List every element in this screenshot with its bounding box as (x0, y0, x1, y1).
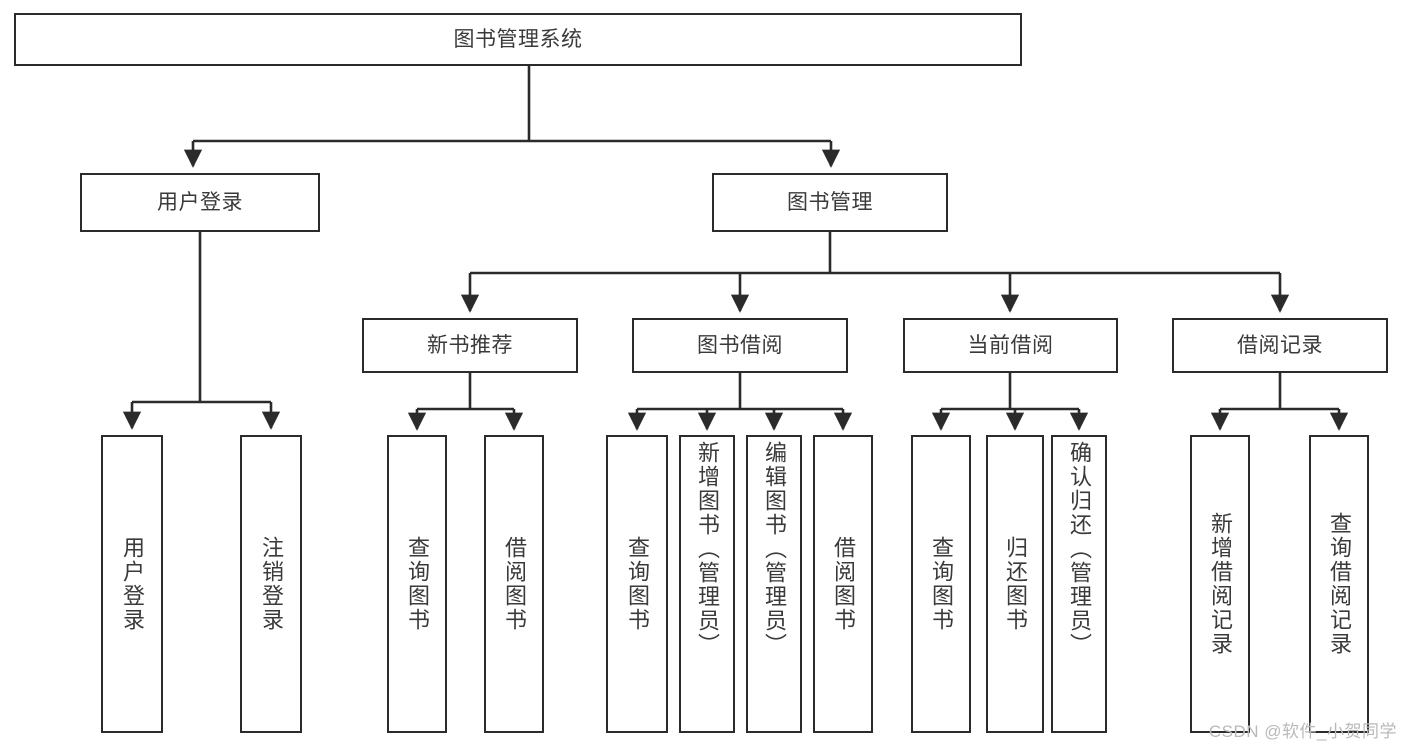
node-label: 查询图书 (624, 536, 650, 632)
node-label: 图书管理系统 (453, 27, 583, 51)
node-leaf-query-book-recommend[interactable]: 查询图书 (387, 435, 447, 733)
node-leaf-add-book[interactable]: 新增图书（管理员） (679, 435, 735, 733)
node-label: 图书借阅 (697, 333, 783, 357)
node-label: 新增图书（管理员） (694, 441, 720, 657)
node-label: 查询图书 (928, 536, 954, 632)
leaf-text-wrap: 借阅图书 (486, 437, 542, 731)
node-leaf-add-borrow-record[interactable]: 新增借阅记录 (1190, 435, 1250, 733)
node-leaf-confirm-return[interactable]: 确认归还（管理员） (1051, 435, 1107, 733)
node-new-book-recommend[interactable]: 新书推荐 (362, 318, 578, 373)
leaf-text-wrap: 查询图书 (389, 437, 445, 731)
node-leaf-edit-book[interactable]: 编辑图书（管理员） (746, 435, 802, 733)
node-label: 归还图书 (1002, 536, 1028, 632)
node-current-borrow[interactable]: 当前借阅 (903, 318, 1118, 373)
leaf-text-wrap: 查询图书 (608, 437, 666, 731)
node-label: 新书推荐 (427, 333, 513, 357)
leaf-text-wrap: 确认归还（管理员） (1053, 437, 1105, 731)
node-leaf-query-book-current[interactable]: 查询图书 (911, 435, 971, 733)
node-label: 用户登录 (119, 536, 145, 632)
node-root-system[interactable]: 图书管理系统 (14, 13, 1022, 66)
node-leaf-query-book-borrow[interactable]: 查询图书 (606, 435, 668, 733)
watermark: CSDN @软件_小贺同学 (1208, 722, 1397, 741)
leaf-text-wrap: 编辑图书（管理员） (748, 437, 800, 731)
node-label: 新增借阅记录 (1207, 512, 1233, 656)
leaf-text-wrap: 注销登录 (242, 437, 300, 731)
node-label: 确认归还（管理员） (1066, 441, 1092, 657)
node-label: 查询图书 (404, 536, 430, 632)
node-book-borrow[interactable]: 图书借阅 (632, 318, 848, 373)
node-label: 图书管理 (787, 190, 873, 214)
leaf-text-wrap: 借阅图书 (815, 437, 871, 731)
node-label: 借阅图书 (501, 536, 527, 632)
node-leaf-return-book[interactable]: 归还图书 (986, 435, 1044, 733)
leaf-text-wrap: 新增图书（管理员） (681, 437, 733, 731)
node-label: 借阅图书 (830, 536, 856, 632)
node-leaf-borrow-book[interactable]: 借阅图书 (813, 435, 873, 733)
node-label: 编辑图书（管理员） (761, 441, 787, 657)
leaf-text-wrap: 查询借阅记录 (1311, 437, 1367, 731)
leaf-text-wrap: 查询图书 (913, 437, 969, 731)
node-book-manage[interactable]: 图书管理 (712, 173, 948, 232)
node-leaf-borrow-book-recommend[interactable]: 借阅图书 (484, 435, 544, 733)
node-user-login[interactable]: 用户登录 (80, 173, 320, 232)
leaf-text-wrap: 归还图书 (988, 437, 1042, 731)
leaf-text-wrap: 新增借阅记录 (1192, 437, 1248, 731)
node-label: 用户登录 (157, 190, 243, 214)
node-leaf-query-borrow-record[interactable]: 查询借阅记录 (1309, 435, 1369, 733)
leaf-text-wrap: 用户登录 (103, 437, 161, 731)
node-label: 查询借阅记录 (1326, 512, 1352, 656)
node-label: 借阅记录 (1237, 333, 1323, 357)
node-leaf-user-login[interactable]: 用户登录 (101, 435, 163, 733)
node-label: 注销登录 (258, 536, 284, 632)
node-label: 当前借阅 (967, 333, 1054, 357)
node-leaf-logout[interactable]: 注销登录 (240, 435, 302, 733)
node-borrow-record[interactable]: 借阅记录 (1172, 318, 1388, 373)
